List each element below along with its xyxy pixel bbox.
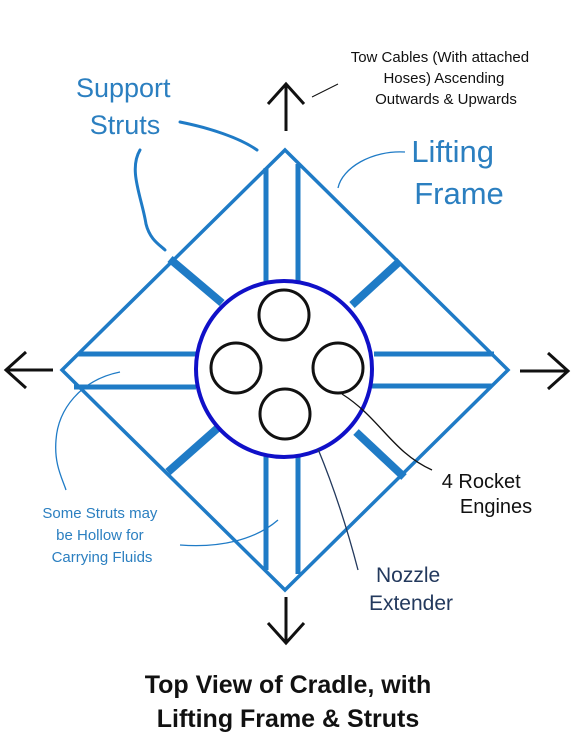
arrow-up-icon [266, 81, 306, 131]
caption-line-2: Lifting Frame & Struts [156, 705, 420, 733]
nozzle-extender-ring [194, 279, 374, 459]
rocket-engines-label: 4 Rocket Engines [442, 471, 532, 518]
caption-line-1: Top View of Cradle, with [144, 671, 432, 699]
diagram-caption: Top View of Cradle, with Lifting Frame &… [0, 668, 576, 736]
diagonal-struts [165, 255, 407, 480]
support-struts [74, 164, 494, 574]
rocket-engines-leader [341, 393, 433, 471]
arrow-left-icon [3, 350, 53, 390]
arrow-down-icon [266, 597, 306, 646]
hollow-struts-leader [55, 371, 279, 547]
rocket-engine-top [257, 288, 311, 342]
lifting-frame-leader [337, 151, 406, 189]
strut-diag-se [353, 429, 407, 480]
tow-cables-leader [311, 83, 339, 98]
support-struts-label: Support Struts [76, 73, 178, 140]
strut-diag-sw [165, 423, 223, 475]
nozzle-extender-leader [317, 448, 359, 571]
lifting-frame-label: Lifting Frame [411, 134, 503, 211]
rocket-engines [209, 288, 365, 441]
rocket-engine-left [209, 341, 263, 395]
lifting-frame [59, 147, 511, 593]
strut-diag-nw [167, 255, 225, 307]
hollow-struts-label: Some Struts may be Hollow for Carrying F… [42, 505, 161, 566]
arrow-right-icon [520, 351, 571, 391]
tow-cables-label: Tow Cables (With attached Hoses) Ascendi… [351, 49, 534, 108]
support-struts-leader [133, 120, 259, 252]
strut-diag-ne [349, 258, 403, 308]
nozzle-extender-label: Nozzle Extender [369, 564, 453, 615]
rocket-engine-bottom [258, 387, 312, 441]
rocket-engine-right [311, 341, 365, 395]
